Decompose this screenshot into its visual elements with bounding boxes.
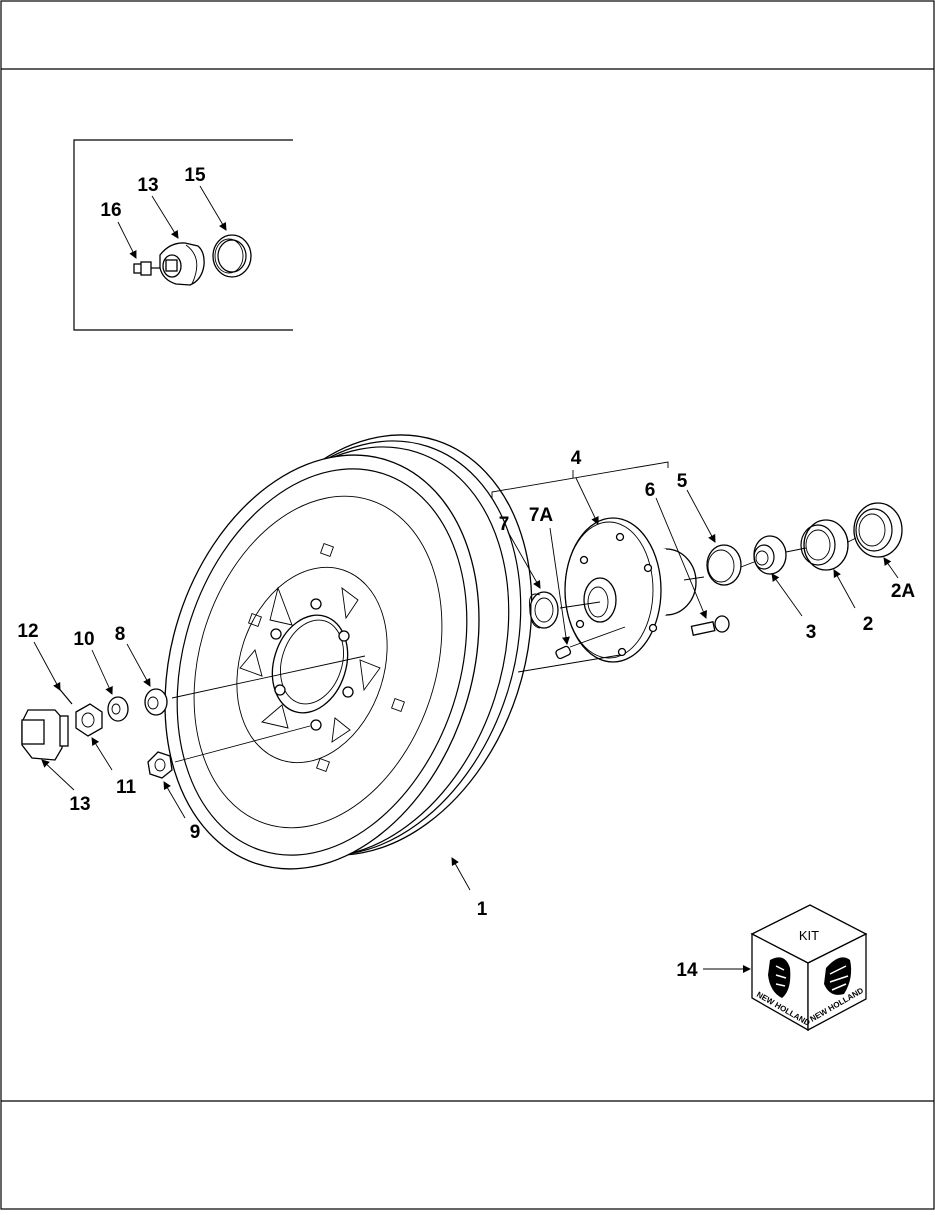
- assembly-centre-lines: [171, 537, 857, 763]
- callout-13-inset: 13: [137, 175, 158, 196]
- seal-part-7: [529, 591, 559, 629]
- leader-6: [655, 497, 707, 619]
- callout-15: 15: [184, 165, 206, 186]
- callout-11: 11: [116, 777, 137, 798]
- callout-4: 4: [571, 448, 582, 469]
- leader-13-inset: [151, 195, 179, 239]
- castle-nut-part-11: [75, 703, 103, 737]
- leader-2: [833, 569, 856, 609]
- leader-9: [163, 781, 186, 819]
- callout-9: 9: [190, 822, 201, 843]
- callout-1: 1: [477, 899, 488, 920]
- wheel-nut-part-8: [144, 688, 168, 716]
- inset-frame: [73, 139, 293, 331]
- callout-3: 3: [806, 622, 817, 643]
- leader-16: [117, 221, 137, 259]
- hub-cap-part-13: [21, 709, 69, 761]
- leader-7a: [549, 527, 570, 645]
- leader-1: [451, 857, 471, 891]
- kit-label: KIT: [799, 928, 819, 943]
- bearing-cup-part-5: [706, 544, 742, 586]
- leader-10: [91, 649, 113, 695]
- callout-7a: 7A: [529, 505, 554, 526]
- washer-part-10: [107, 696, 129, 722]
- kit-box-part-14: KIT NEW HOLLAND NEW HOLLAND: [750, 904, 868, 1032]
- inset-detail: 16 13 15: [73, 139, 293, 331]
- leader-2a: [883, 557, 899, 579]
- wheel-nut-part-9: [147, 751, 173, 779]
- wheel-hub-part-4: [564, 517, 697, 663]
- callout-5: 5: [677, 471, 688, 492]
- seal-ring-part-15: [212, 234, 252, 278]
- new-holland-logo-icon: [768, 957, 791, 998]
- bearing-cone-part-3: [753, 535, 787, 575]
- leader-12: [33, 641, 61, 691]
- callout-12: 12: [17, 621, 38, 642]
- seal-part-2a: [853, 502, 903, 558]
- bearing-cup-part-2: [800, 519, 849, 571]
- leader-11: [91, 737, 113, 771]
- callout-leaders: [33, 477, 899, 973]
- stud-part-7a: [555, 645, 572, 660]
- bolt-part-6: [690, 615, 730, 636]
- leader-3: [771, 573, 803, 617]
- callout-8: 8: [115, 624, 126, 645]
- callout-labels: 1 2 2A 3 4 5 6 7 7A 8 9 10 11 12 13 14: [17, 448, 915, 981]
- leader-5: [686, 489, 716, 543]
- leader-7: [507, 531, 541, 589]
- callout-7: 7: [499, 514, 510, 535]
- leader-15: [199, 185, 227, 231]
- callout-10: 10: [73, 629, 94, 650]
- callout-16: 16: [100, 200, 121, 221]
- callout-13: 13: [69, 794, 90, 815]
- leader-4: [575, 477, 599, 525]
- group-bracket-4: [491, 461, 669, 498]
- callout-6: 6: [645, 480, 656, 501]
- callout-2a: 2A: [891, 581, 916, 602]
- hub-cap-part-13-inset: [159, 242, 205, 286]
- leader-13: [41, 759, 75, 791]
- callout-2: 2: [863, 614, 874, 635]
- callout-14: 14: [676, 960, 698, 981]
- new-holland-logo-icon: [824, 957, 852, 995]
- leader-8: [126, 643, 151, 687]
- wheel-rim-part-1: [164, 434, 533, 870]
- grease-fitting-part-16: [133, 261, 160, 276]
